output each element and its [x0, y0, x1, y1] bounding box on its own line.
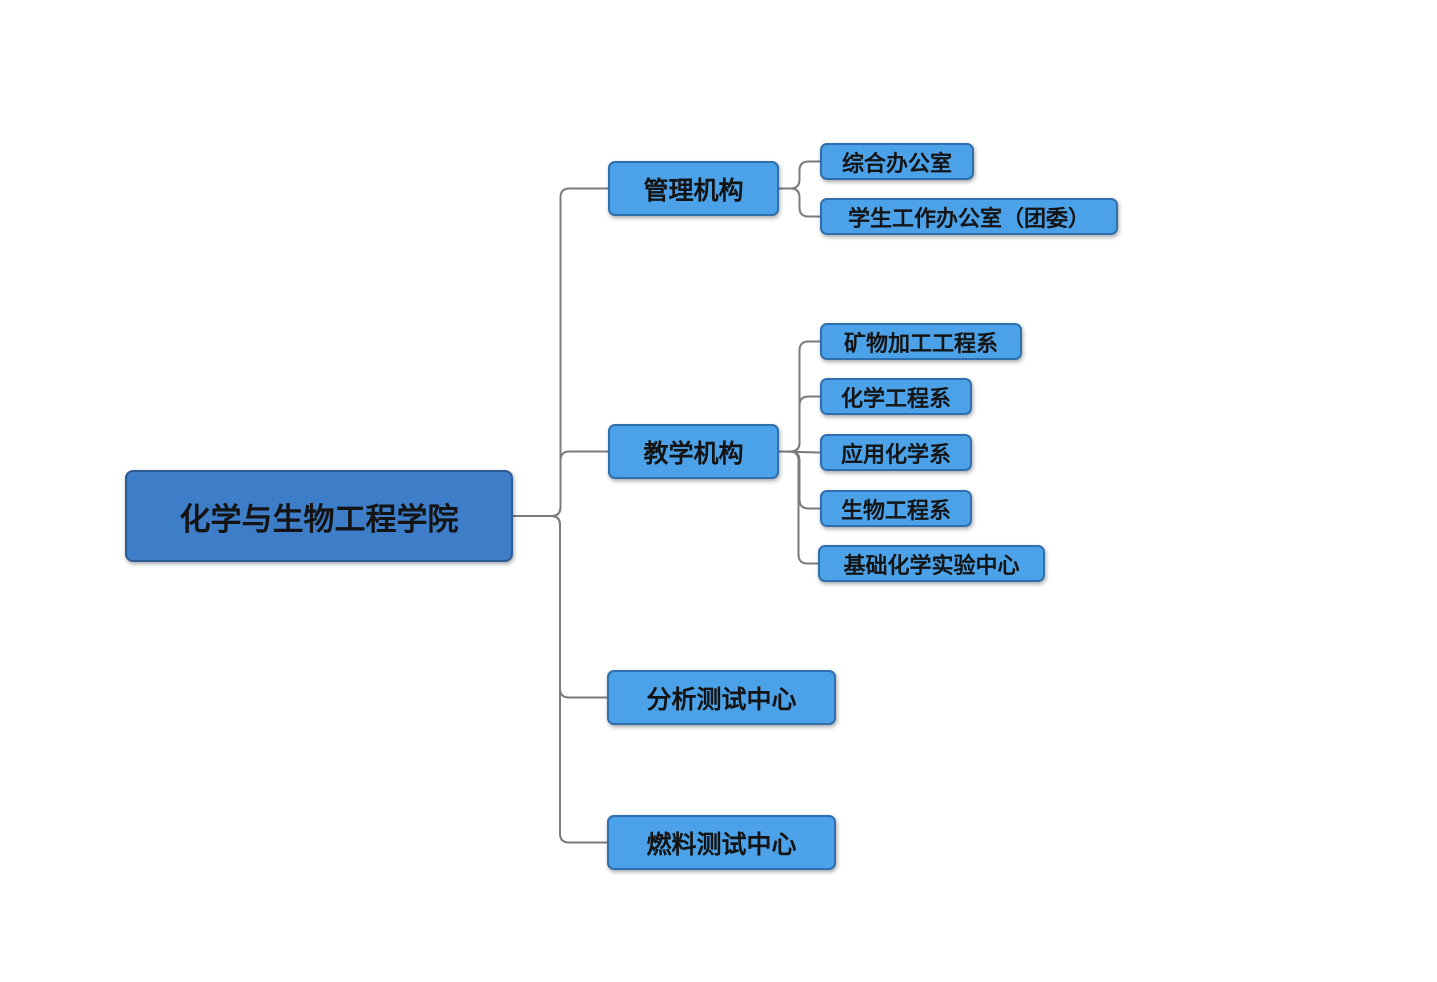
node-mineral-processing-dept[interactable]: 矿物加工工程系 [820, 323, 1022, 360]
node-general-office[interactable]: 综合办公室 [820, 143, 974, 180]
node-label: 分析测试中心 [646, 684, 797, 714]
node-label: 综合办公室 [841, 151, 952, 177]
node-label: 管理机构 [643, 175, 744, 205]
node-analysis-testing-center[interactable]: 分析测试中心 [607, 670, 836, 725]
node-student-affairs-office[interactable]: 学生工作办公室（团委） [820, 198, 1118, 235]
node-teaching-org[interactable]: 教学机构 [608, 424, 779, 479]
node-label: 燃料测试中心 [646, 829, 797, 859]
node-chemical-engineering-dept[interactable]: 化学工程系 [820, 378, 972, 415]
node-label: 学生工作办公室（团委） [847, 206, 1090, 232]
node-fuel-testing-center[interactable]: 燃料测试中心 [607, 815, 836, 870]
node-applied-chemistry-dept[interactable]: 应用化学系 [820, 434, 972, 471]
node-bioengineering-dept[interactable]: 生物工程系 [820, 490, 972, 527]
node-management-org[interactable]: 管理机构 [608, 161, 779, 216]
node-label: 教学机构 [643, 438, 744, 468]
node-label: 矿物加工工程系 [843, 331, 998, 357]
node-label: 生物工程系 [840, 498, 951, 524]
node-label: 化学与生物工程学院 [179, 501, 459, 538]
node-label: 化学工程系 [840, 386, 951, 412]
node-college-root[interactable]: 化学与生物工程学院 [125, 470, 513, 562]
node-basic-chemistry-lab-center[interactable]: 基础化学实验中心 [818, 545, 1045, 582]
node-label: 应用化学系 [840, 442, 951, 468]
node-label: 基础化学实验中心 [843, 553, 1020, 579]
